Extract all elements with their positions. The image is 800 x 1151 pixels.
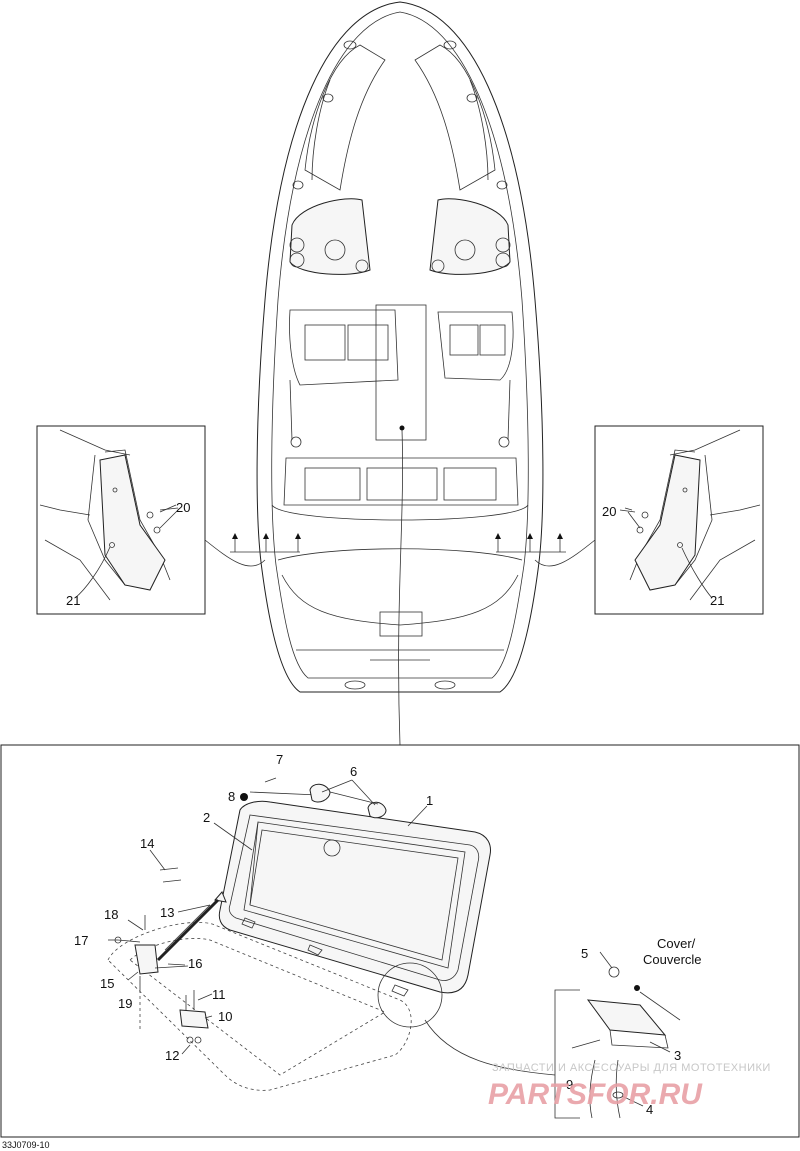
cover-label-en: Cover/: [657, 936, 696, 951]
callout-11: 11: [212, 987, 226, 1002]
watermark-tagline: ЗАПЧАСТИ И АКСЕССУАРЫ ДЛЯ МОТОТЕХНИКИ: [492, 1062, 771, 1074]
boat-top-view: [230, 1, 566, 746]
callout-14: 14: [140, 836, 154, 851]
right-inset-leader: [534, 539, 596, 567]
callout-10: 10: [218, 1009, 232, 1024]
callout-12: 12: [165, 1048, 179, 1063]
callout-18: 18: [104, 907, 118, 922]
callout-16: 16: [188, 956, 202, 971]
callout-leaders: [108, 504, 671, 1107]
callout-21-right: 21: [710, 593, 724, 608]
fasteners-top: [240, 777, 387, 819]
callout-13: 13: [160, 905, 174, 920]
callout-8: 8: [228, 789, 235, 804]
callout-7: 7: [276, 752, 283, 767]
callout-19: 19: [118, 996, 132, 1011]
strut-and-bracket: [114, 867, 227, 1044]
callout-15: 15: [100, 976, 114, 991]
callout-1: 1: [426, 793, 433, 808]
callout-21-left: 21: [66, 593, 80, 608]
callout-17: 17: [74, 933, 88, 948]
cover-detail-inset: [554, 966, 681, 1119]
watermark-logo: PARTSFOR.RU: [488, 1078, 703, 1111]
callout-5: 5: [581, 946, 588, 961]
left-inset-leader: [204, 539, 266, 567]
diagram-code: 33J0709-10: [2, 1140, 50, 1150]
callout-4: 4: [646, 1102, 653, 1117]
detail-leader: [424, 1019, 556, 1076]
callout-3: 3: [674, 1048, 681, 1063]
detail-circle: [377, 962, 443, 1028]
left-detail-inset: [36, 425, 206, 615]
exploded-view-frame: [0, 744, 800, 1138]
callout-20-right: 20: [602, 504, 616, 519]
callout-6: 6: [350, 764, 357, 779]
callout-20-left: 20: [176, 500, 190, 515]
right-detail-inset: [594, 425, 764, 615]
callout-2: 2: [203, 810, 210, 825]
cover-label-fr: Couvercle: [643, 952, 702, 967]
lid-assembly: [218, 800, 491, 997]
callout-9: 9: [566, 1077, 573, 1092]
